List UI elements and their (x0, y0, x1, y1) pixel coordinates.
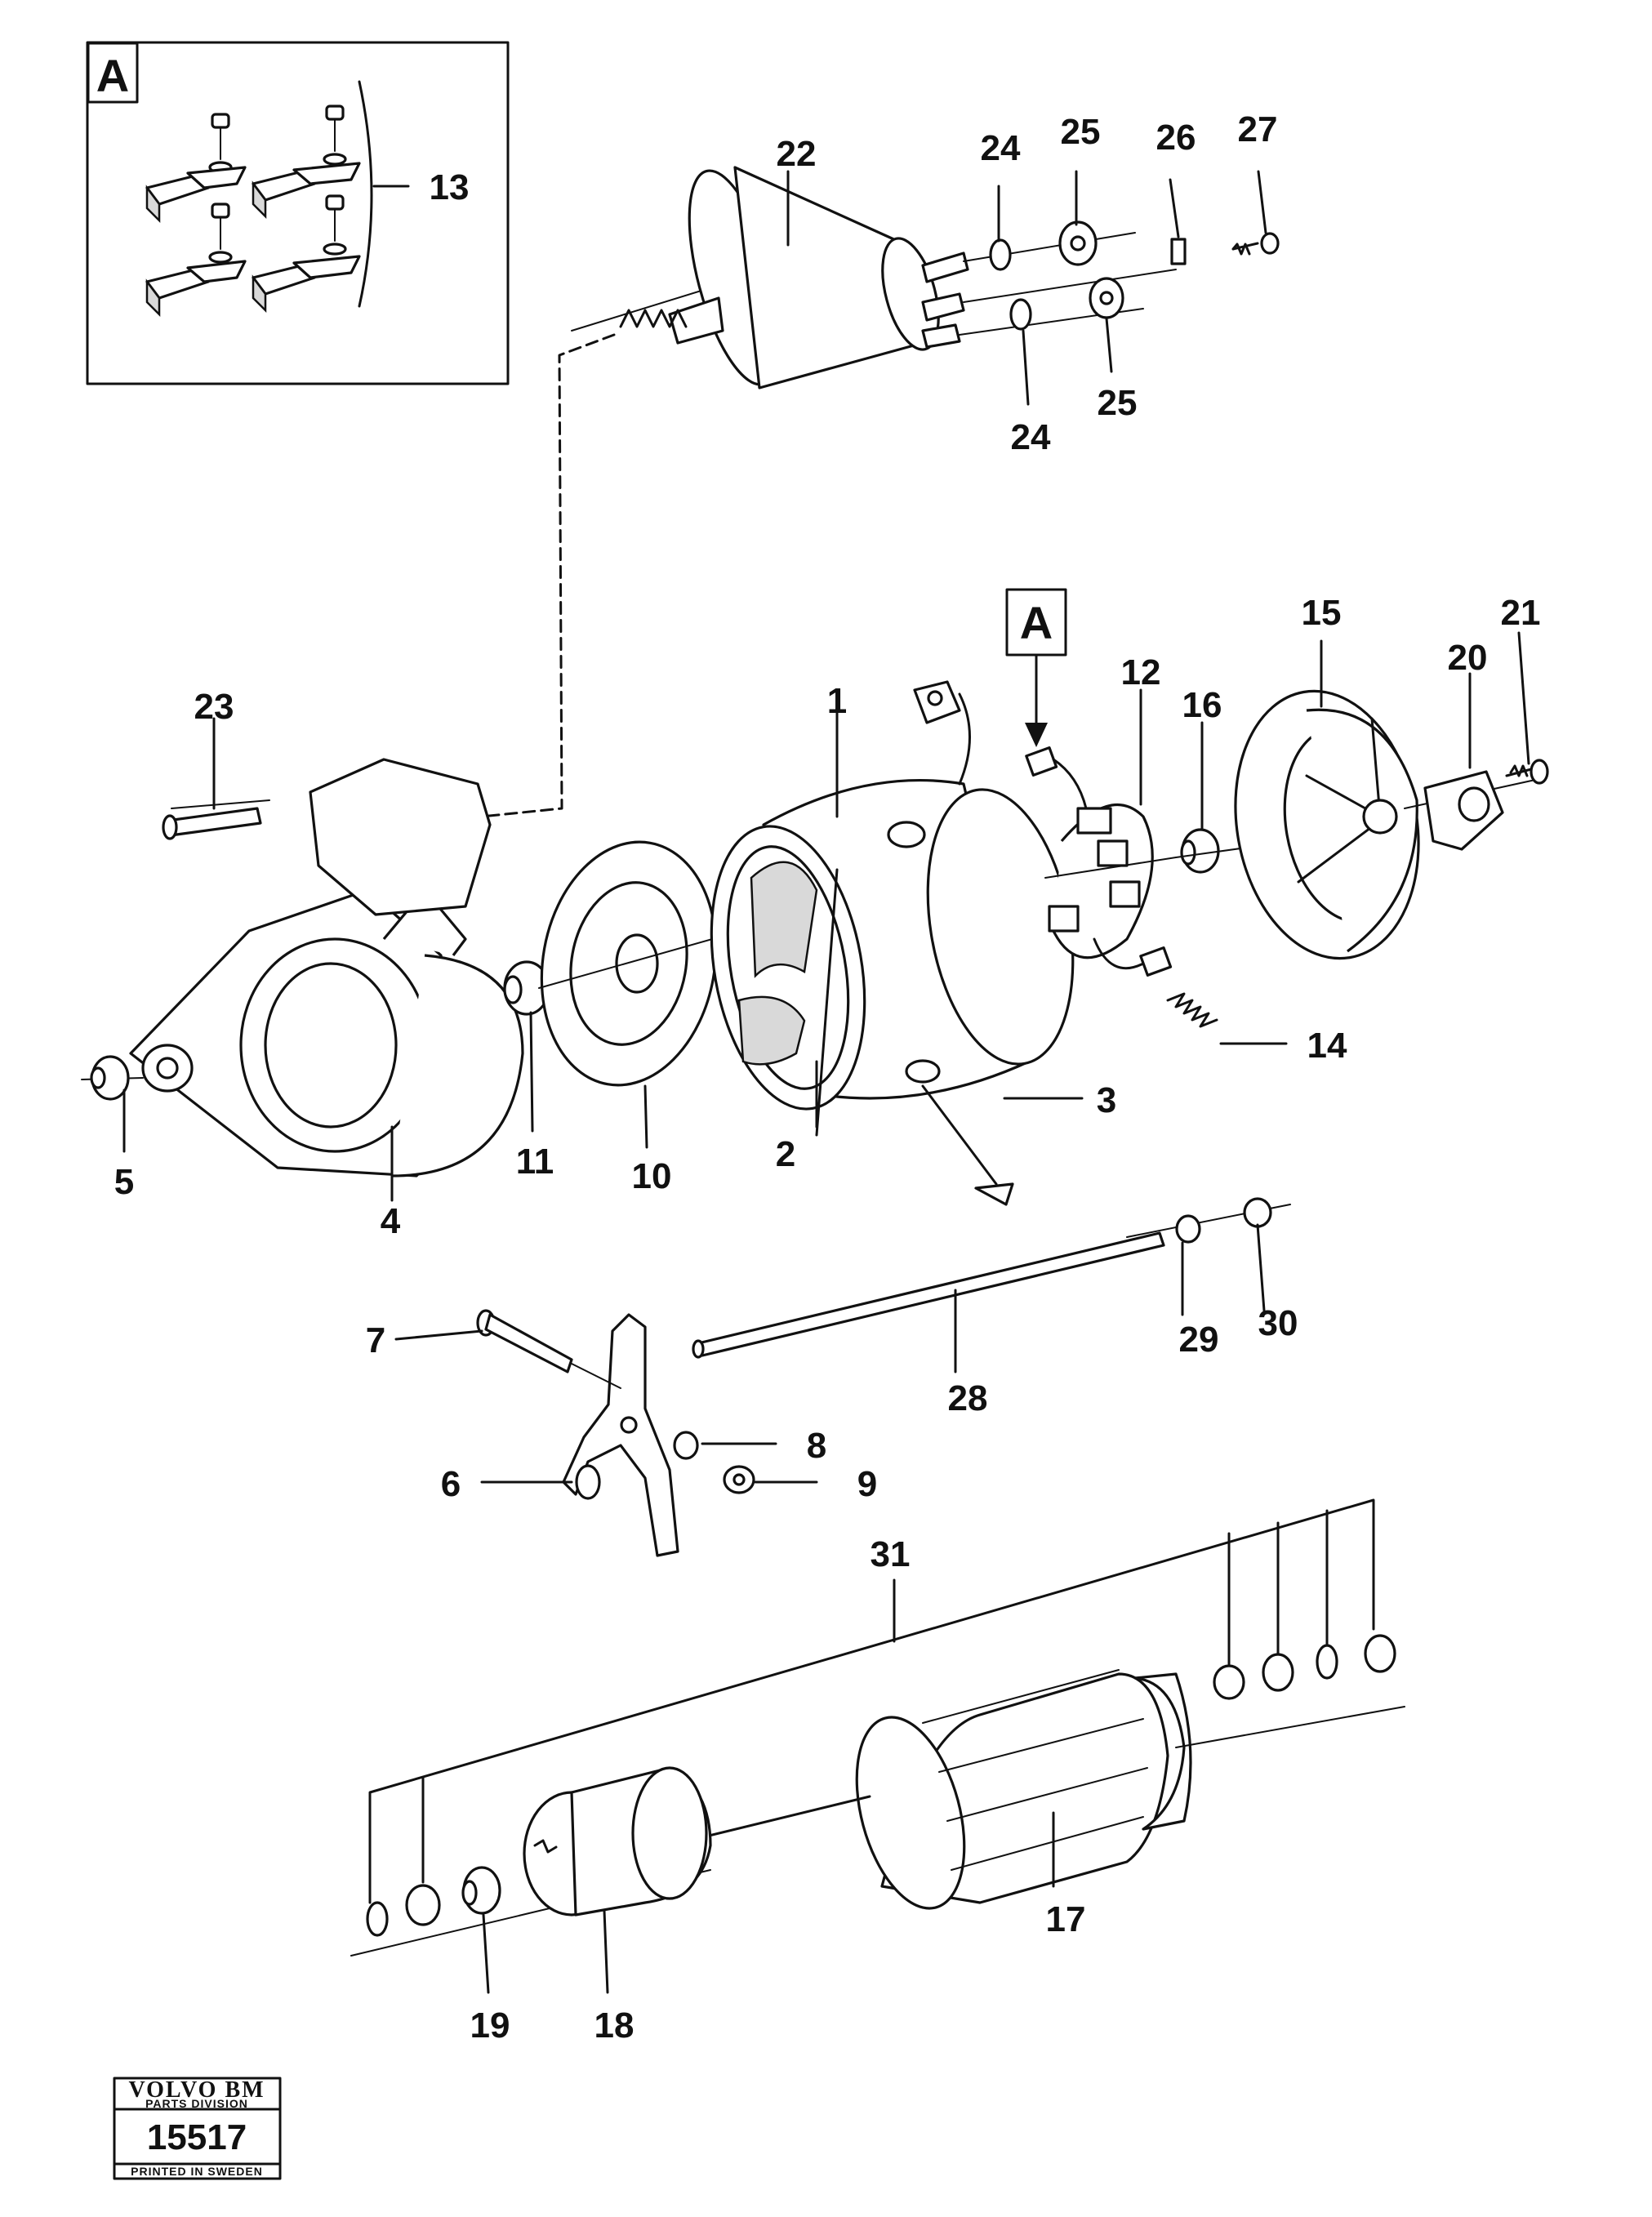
callout-18: 18 (594, 2006, 635, 2046)
through-bolt-28 (692, 1197, 1291, 1359)
callout-7: 7 (366, 1320, 385, 1360)
callout-23: 23 (194, 687, 234, 727)
callout-16: 16 (1182, 685, 1222, 725)
callout-19: 19 (470, 2006, 510, 2046)
logo-number: 15517 (147, 2117, 247, 2157)
leader-lines (122, 170, 1530, 1994)
callout-20: 20 (1448, 638, 1488, 678)
callout-2: 2 (776, 1134, 795, 1174)
callout-9: 9 (857, 1464, 877, 1504)
logo-brand: VOLVO BM (128, 2077, 265, 2103)
callout-11: 11 (516, 1142, 554, 1182)
solenoid-22 (571, 166, 1177, 390)
detail-box-label: A (96, 50, 129, 101)
logo-printed: PRINTED IN SWEDEN (131, 2165, 263, 2178)
end-cover-15 (1234, 689, 1536, 960)
bolt-23 (162, 807, 262, 840)
detail-pointer-label: A (1020, 597, 1053, 648)
callout-29: 29 (1179, 1320, 1219, 1360)
callout-24-bottom: 24 (1011, 417, 1051, 457)
callout-27: 27 (1238, 109, 1278, 149)
bushing-5 (81, 1055, 144, 1101)
callout-labels: 1 2 3 4 5 6 7 8 9 10 11 12 13 14 15 16 1… (114, 109, 1541, 2046)
callout-3: 3 (1097, 1080, 1116, 1120)
washer-8-nut-9 (673, 1431, 755, 1494)
hardware-24-25-26-27 (989, 170, 1280, 406)
callout-28: 28 (948, 1378, 988, 1418)
callout-25-top: 25 (1061, 112, 1101, 152)
shift-fork-6 (562, 1313, 679, 1557)
callout-10: 10 (632, 1156, 672, 1196)
callout-21: 21 (1501, 593, 1541, 633)
callout-26: 26 (1156, 118, 1196, 158)
brush-plate-12 (1025, 746, 1177, 977)
pinion-drive-18 (523, 1766, 712, 1917)
drive-end-housing-4 (129, 758, 524, 1178)
callout-5: 5 (114, 1162, 134, 1202)
logo-division: PARTS DIVISION (145, 2097, 248, 2110)
volvo-bm-logo-block: VOLVO BM PARTS DIVISION 15517 PRINTED IN… (113, 2077, 282, 2180)
callout-25-bottom: 25 (1098, 383, 1138, 423)
callout-24-top: 24 (981, 128, 1021, 168)
callout-17: 17 (1046, 1899, 1086, 1939)
callout-12: 12 (1121, 652, 1161, 692)
bushing-19-rings (366, 1634, 1396, 1937)
callout-4: 4 (381, 1201, 401, 1241)
callout-31: 31 (871, 1534, 911, 1574)
armature-17 (350, 1669, 1405, 1957)
brush-assemblies (145, 105, 361, 318)
callout-14: 14 (1307, 1026, 1347, 1066)
screw-3 (921, 1084, 1014, 1206)
bolt-7 (476, 1309, 621, 1389)
callout-1: 1 (827, 681, 847, 721)
callout-8: 8 (807, 1426, 826, 1466)
callout-6: 6 (441, 1464, 461, 1504)
bushing-11 (503, 960, 550, 1016)
detail-box-a: A (86, 41, 510, 385)
plate-20-screw-21 (1423, 759, 1549, 851)
bearing-plate-10 (538, 840, 728, 1087)
yoke-1 (710, 680, 1075, 1111)
spring-14 (1166, 992, 1218, 1028)
callout-13: 13 (430, 167, 470, 207)
callout-15: 15 (1302, 593, 1342, 633)
callout-30: 30 (1258, 1303, 1298, 1343)
detail-pointer-a: A (1005, 588, 1067, 747)
callout-22: 22 (777, 134, 817, 174)
callout-31-bracket (368, 1498, 1375, 1904)
